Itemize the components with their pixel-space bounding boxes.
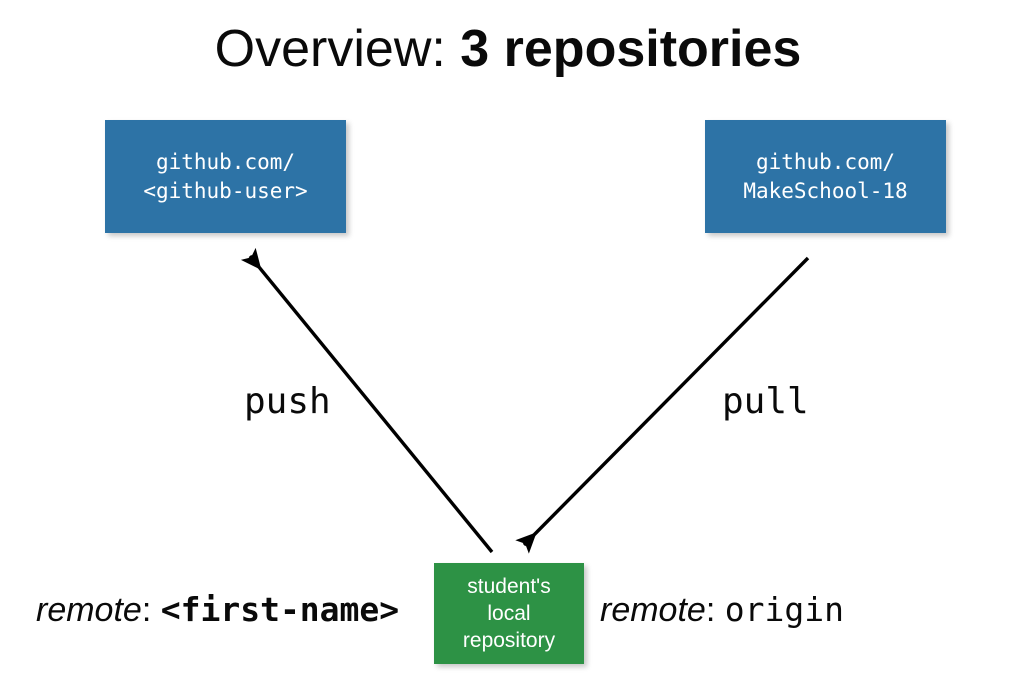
arrow-label-push: push (244, 381, 331, 422)
page-title-emphasis: 3 repositories (460, 20, 802, 78)
repo-box-makeschool-line2: MakeSchool-18 (743, 178, 908, 203)
repo-box-github-user-line1: github.com/ (155, 149, 296, 174)
remote-caption-left-colon: : (141, 591, 161, 629)
remote-caption-right-colon: : (705, 591, 725, 629)
repo-box-github-user: github.com/ <github-user> (105, 120, 346, 233)
remote-caption-right: remote: origin (600, 588, 844, 632)
page-title-prefix: Overview: (214, 20, 461, 78)
repo-box-makeschool: github.com/ MakeSchool-18 (705, 120, 946, 233)
remote-caption-left-value: <first-name> (160, 590, 400, 629)
repo-box-github-user-line2: <github-user> (143, 178, 308, 203)
page-title: Overview: 3 repositories (0, 18, 1016, 80)
repo-box-makeschool-line1: github.com/ (755, 149, 896, 174)
repo-box-local-line3: repository (462, 629, 556, 652)
remote-caption-left: remote: <first-name> (36, 588, 399, 632)
remote-caption-right-value: origin (724, 590, 844, 629)
repo-box-local-line1: student's (467, 575, 551, 598)
repo-box-local-repository: student's local repository (434, 563, 584, 664)
remote-caption-right-keyword: remote (600, 591, 706, 629)
arrow-label-pull: pull (722, 381, 809, 422)
repo-box-local-line2: local (487, 602, 531, 625)
remote-caption-left-keyword: remote (36, 591, 142, 629)
